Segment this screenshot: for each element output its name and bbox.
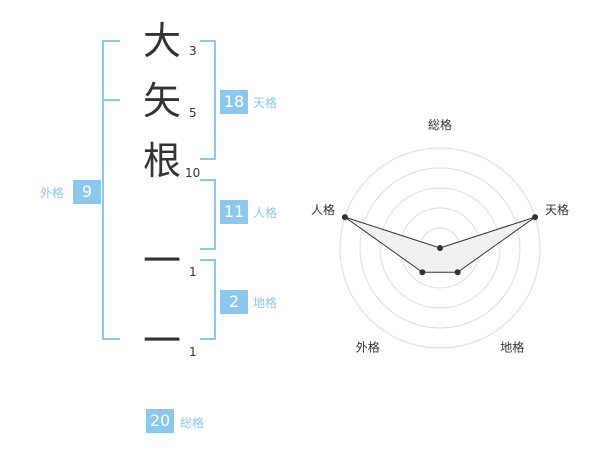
- jinkaku-bracket: [200, 179, 216, 250]
- radar-axis-label: 地格: [500, 340, 524, 355]
- name-char-5: 一: [142, 319, 181, 363]
- radar-point-2: [532, 214, 539, 221]
- radar-point-3: [454, 269, 461, 276]
- stroke-count-5: 1: [189, 345, 197, 359]
- soukaku-label: 総格: [180, 416, 205, 430]
- name-char-3: 根: [142, 139, 181, 183]
- gaikaku-badge: 9: [73, 180, 101, 204]
- radar-ring: [379, 187, 501, 309]
- tenkaku-badge: 18: [220, 90, 248, 114]
- jinkaku-label: 人格: [253, 206, 278, 220]
- stroke-count-3: 10: [185, 166, 201, 180]
- chikaku-bracket: [200, 259, 216, 340]
- chikaku-label: 地格: [253, 296, 278, 310]
- radar-point-4: [419, 269, 426, 276]
- radar-point-5: [341, 214, 348, 221]
- stroke-count-4: 1: [189, 265, 197, 279]
- soukaku-badge: 20: [146, 409, 174, 433]
- radar-ring: [359, 167, 521, 329]
- stroke-count-1: 3: [189, 44, 197, 58]
- radar-point-1: [437, 245, 443, 251]
- radar-axis-label: 人格: [311, 202, 335, 217]
- gaikaku-bracket: [102, 40, 120, 340]
- tenkaku-label: 天格: [253, 96, 278, 110]
- radar-axis-label: 天格: [545, 202, 569, 217]
- gaikaku-label: 外格: [40, 186, 65, 200]
- tenkaku-bracket: [200, 40, 216, 160]
- name-char-2: 矢: [142, 79, 181, 123]
- name-char-4: 一: [142, 239, 181, 283]
- gaikaku-bracket-tick: [102, 99, 120, 101]
- radar-ring: [339, 147, 541, 349]
- jinkaku-badge: 11: [220, 200, 248, 224]
- radar-axis-label: 総格: [428, 117, 452, 132]
- radar-polygon: [344, 216, 536, 273]
- stroke-count-2: 5: [189, 106, 197, 120]
- chikaku-badge: 2: [220, 290, 248, 314]
- name-char-1: 大: [142, 19, 181, 63]
- radar-axis-label: 外格: [356, 340, 380, 355]
